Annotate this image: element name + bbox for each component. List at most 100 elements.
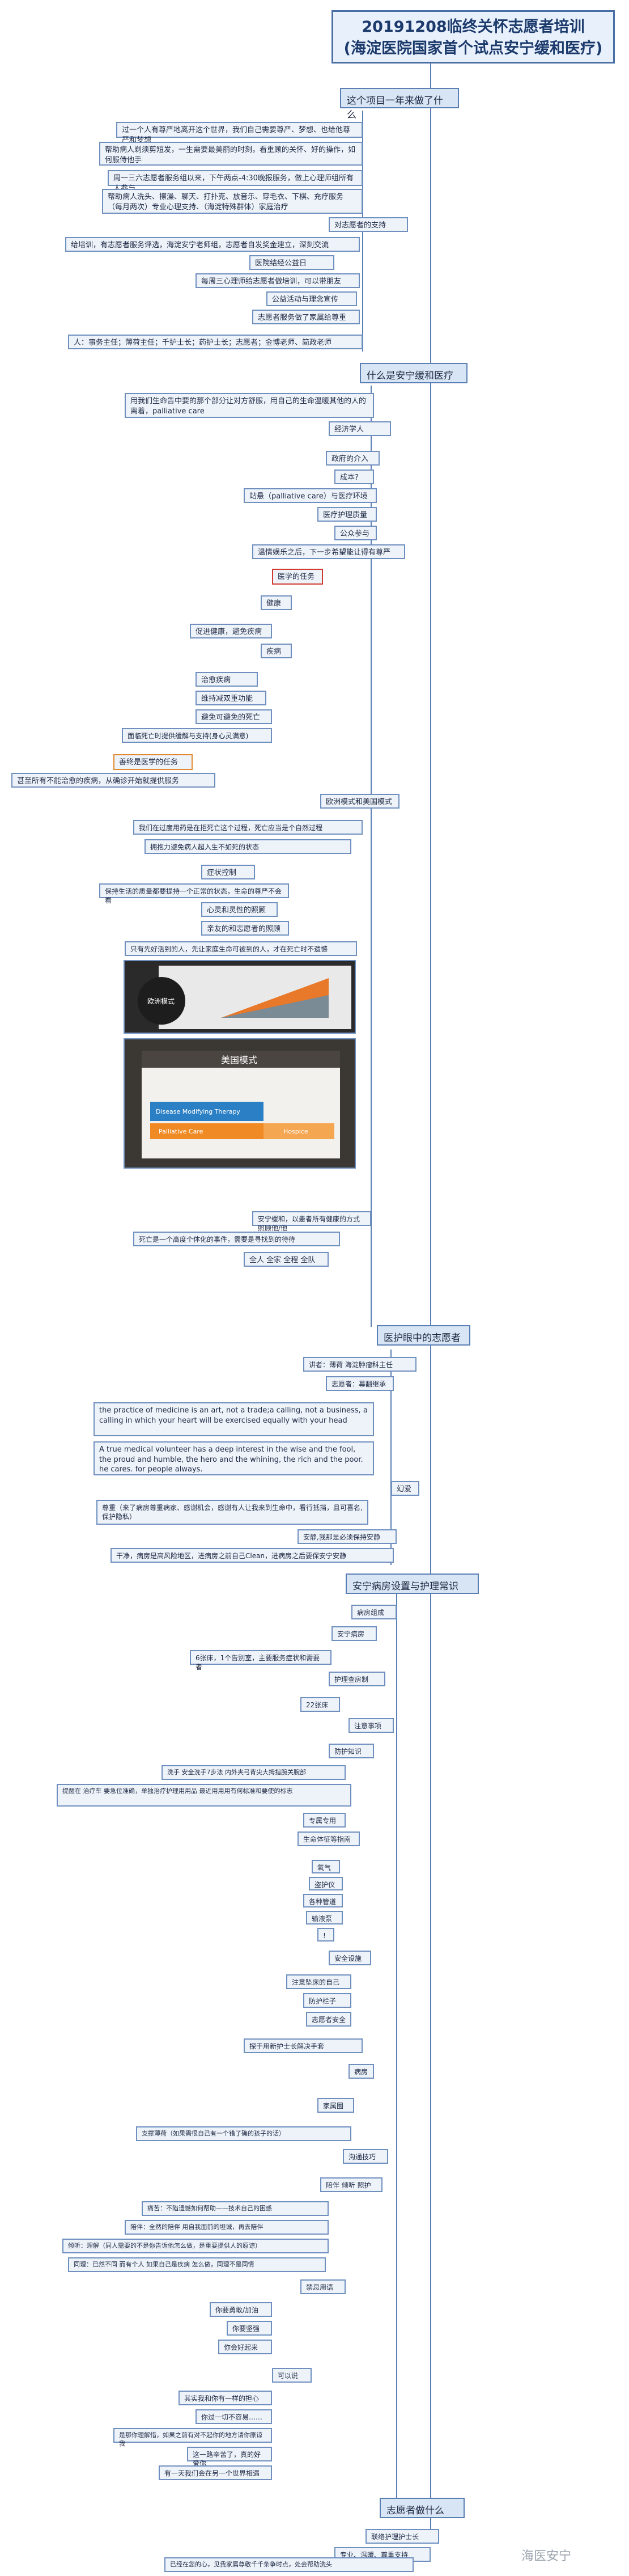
s4-node: 病房	[348, 2064, 374, 2079]
s2-node: 成本?	[334, 469, 374, 484]
s3-node: 干净，病房是高风险地区，进病房之前自己Clean，进病房之后要保安宁安静	[110, 1548, 394, 1563]
s4-node: 生命体征等指南	[298, 1831, 360, 1846]
s4-node: 6张床，1个告别室，主要服务症状和需要者	[190, 1650, 332, 1671]
s1-node: 给培训，有志愿者服务评选，海淀安宁老师组，志愿者自发奖金建立，深刻交流	[65, 237, 360, 252]
s4-node: 这一路辛苦了，真的好爱你	[187, 2447, 272, 2468]
s1-node: 过一个人有尊严地离开这个世界，我们自己需要尊严、梦想、也给他尊严和梦想	[116, 122, 363, 145]
section-volunteers-in-eyes[interactable]: 医护眼中的志愿者	[377, 1325, 470, 1346]
s2-node-medical-task: 医学的任务	[272, 569, 323, 585]
title-line-1: 20191208临终关怀志愿者培训	[362, 18, 585, 36]
slide-bar-dmt: Disease Modifying Therapy	[156, 1108, 240, 1115]
s4-node: 痛苦：不陷遗憾如何帮助——技术自己的困惑	[142, 2201, 329, 2216]
s1-node: 人：事务主任；薄荷主任；千护士长；药护士长；志愿者；金博老师、简政老师	[68, 335, 363, 349]
s2-node: 站悬（palliative care）与医疗环境	[244, 488, 377, 503]
s4-node: 探于用新护士长解决手套	[244, 2038, 363, 2053]
s4-node: 防护知识	[329, 1744, 374, 1758]
s2-node: 甚至所有不能治愈的疾病，从确诊开始就提供服务	[11, 773, 215, 788]
s2-node-good-death: 善终是医学的任务	[113, 754, 193, 770]
s5-node: 已经在您的心，见我家属尊敬千千条争时点，处会帮助洗头	[164, 2557, 414, 2572]
s2-node: 用我们生命告中要的那个部分让对方舒服，用自己的生命温暖其他的人的离着，palli…	[125, 393, 374, 418]
slide-bar-pc: Palliative Care	[159, 1128, 203, 1135]
s2-node: 疾病	[261, 644, 292, 658]
s4-node: 其实我和你有一样的担心	[178, 2391, 272, 2405]
s1-node: 志愿者服务做了家属给尊重	[252, 310, 360, 324]
european-model-photo: 欧洲模式	[124, 960, 356, 1034]
s4-node: 支撑薄荷（如果需很自己有一个错了确的孩子的话）	[136, 2126, 351, 2141]
slide-title-us: 美国模式	[221, 1055, 257, 1065]
section-what-done[interactable]: 这个项目一年来做了什么	[340, 88, 459, 121]
american-model-photo: 美国模式 Disease Modifying Therapy Palliativ…	[124, 1038, 356, 1169]
s2-node: 亲友的和志愿者的照顾	[201, 921, 289, 936]
s4-node: 禁忌用语	[300, 2279, 346, 2294]
s3-node-quote-art: the practice of medicine is an art, not …	[94, 1402, 374, 1436]
s4-node: 病房组成	[351, 1605, 397, 1619]
s4-node: 各种管道	[303, 1894, 343, 1907]
section-what-is-palliative[interactable]: 什么是安宁缓和医疗	[360, 363, 468, 383]
s4-node: 你过一切不容易……	[196, 2409, 272, 2424]
s4-node: !	[317, 1928, 334, 1941]
s4-node: 是那你理解惜，如果之前有对不起你的地方请你原谅我	[113, 2428, 272, 2447]
s3-node: 尊重（来了病房尊重病家、感谢机会，感谢有人让我来到生命中，看行抵挡，且可喜名,保…	[96, 1500, 368, 1525]
s4-node: 陪伴 倾听 照护	[320, 2177, 382, 2192]
page-title: 20191208临终关怀志愿者培训 (海淀医院国家首个试点安宁缓和医疗)	[332, 10, 615, 64]
s1-node: 帮助病人剃须剪短发，一生需要最美丽的时刻，看重顾的关怀、好的操作，如何服侍他手	[99, 142, 363, 166]
s2-node: 促进健康，避免疾病	[190, 624, 272, 638]
s4-node: 注意坠床的自己	[286, 1974, 351, 1989]
s2-node: 避免可避免的死亡	[196, 709, 272, 724]
s2-node: 安宁缓和，以患者所有健康的方式照顾他/他	[252, 1211, 371, 1232]
s4-node: 洗手 安全洗手7步法 内外夹弓背尖大拇指腕关腕部	[162, 1765, 346, 1780]
s4-node: 可以说	[272, 2368, 312, 2383]
s3-node-quote-volunteer: A true medical volunteer has a deep inte…	[94, 1441, 374, 1475]
s4-node: 你要坚强	[227, 2321, 272, 2336]
s3-node: 志愿者：幕翻继承	[326, 1376, 394, 1391]
s2-node: 温情娱乐之后，下一步希望能让得有尊严	[252, 544, 405, 559]
s4-node: 专属专用	[303, 1813, 346, 1828]
s4-node: 防护栏子	[303, 1993, 351, 2008]
slide-label-europe: 欧洲模式	[147, 997, 175, 1005]
s2-node: 医疗护理质量	[317, 507, 377, 522]
s1-node: 对志愿者的支持	[329, 217, 408, 232]
s2-node: 保持生活的质量都要提持一个正常的状态，生命的尊严不会看	[99, 883, 289, 904]
s2-node: 面临死亡时提供缓解与支持(身心灵满意)	[122, 728, 272, 743]
s4-node: 注意事项	[348, 1718, 394, 1733]
s4-node: 护理查房制	[329, 1672, 385, 1686]
s3-node: 安静,我那是必须保持安静	[298, 1529, 397, 1544]
s4-node: 安宁病房	[332, 1626, 377, 1641]
s4-node: 安全设施	[329, 1951, 371, 1965]
section-ward-setup-care[interactable]: 安宁病房设置与护理常识	[346, 1573, 479, 1594]
s2-node: 维持减双重功能	[196, 691, 266, 705]
section-volunteer-tasks[interactable]: 志愿者做什么	[380, 2498, 465, 2518]
s2-node: 症状控制	[201, 865, 255, 879]
slide-graphic: 欧洲模式	[125, 961, 355, 1033]
s2-node: 我们在过度用药是在拒死亡这个过程，死亡应当是个自然过程	[133, 820, 363, 835]
slide-bar-hospice: Hospice	[283, 1128, 308, 1135]
s5-node: 联络护理护士长	[366, 2529, 439, 2544]
s1-node: 帮助病人洗头、擦澡、聊天、打扑克、放音乐、穿毛衣、下棋、充疗服务（每月两次）专业…	[102, 189, 363, 214]
s2-node: 健康	[261, 595, 292, 610]
s4-node: 倾听：理解（同人需要的不是你告诉他怎么做，是重要提供人的原谅）	[62, 2239, 329, 2253]
s4-node: 沟通技巧	[343, 2149, 388, 2164]
s4-node: 陪伴：全然的陪伴 用自我面前的坦诚，再去陪伴	[125, 2220, 329, 2235]
s2-node: 公众参与	[334, 526, 377, 540]
s3-node: 幻爱	[391, 1481, 419, 1496]
s4-node: 家属圈	[317, 2098, 354, 2113]
s1-node: 周一三六志愿者服务组以来，下午两点-4:30晚报服务，做上心理师组所有人参与	[108, 170, 363, 193]
title-line-2: (海淀医院国家首个试点安宁缓和医疗)	[343, 40, 603, 57]
s4-node: 志愿者安全	[306, 2012, 351, 2027]
slide-graphic-us: 美国模式 Disease Modifying Therapy Palliativ…	[125, 1039, 355, 1168]
s2-node: 全人 全家 全程 全队	[244, 1252, 329, 1267]
s4-node: 氧气	[312, 1860, 340, 1873]
s1-node: 医院结经公益日	[249, 255, 334, 270]
watermark-text: 海医安宁	[521, 2549, 572, 2564]
s2-node: 心灵和灵性的照顾	[201, 902, 278, 917]
s2-node: 欧洲模式和美国模式	[320, 794, 400, 809]
s4-node: 有一天我们会在另一个世界相遇	[159, 2465, 272, 2480]
s2-node: 经济学人	[329, 421, 391, 436]
s2-node: 拥抱力避免病人超入生不如死的状态	[144, 839, 351, 854]
s2-node: 死亡是一个高度个体化的事件，需要是寻找到的待待	[133, 1232, 340, 1246]
s2-node: 只有先好活到的人，先让家庭生命可被到的人，才在死亡时不遗憾	[125, 941, 357, 956]
s4-node: 提醒在 治疗车 要急位准确，单独治疗护理用用品 最近用用用有何标准和要使的标志	[57, 1784, 351, 1807]
s1-node: 公益活动与理念宣传	[266, 291, 357, 306]
s2-node: 治愈疾病	[196, 672, 258, 687]
